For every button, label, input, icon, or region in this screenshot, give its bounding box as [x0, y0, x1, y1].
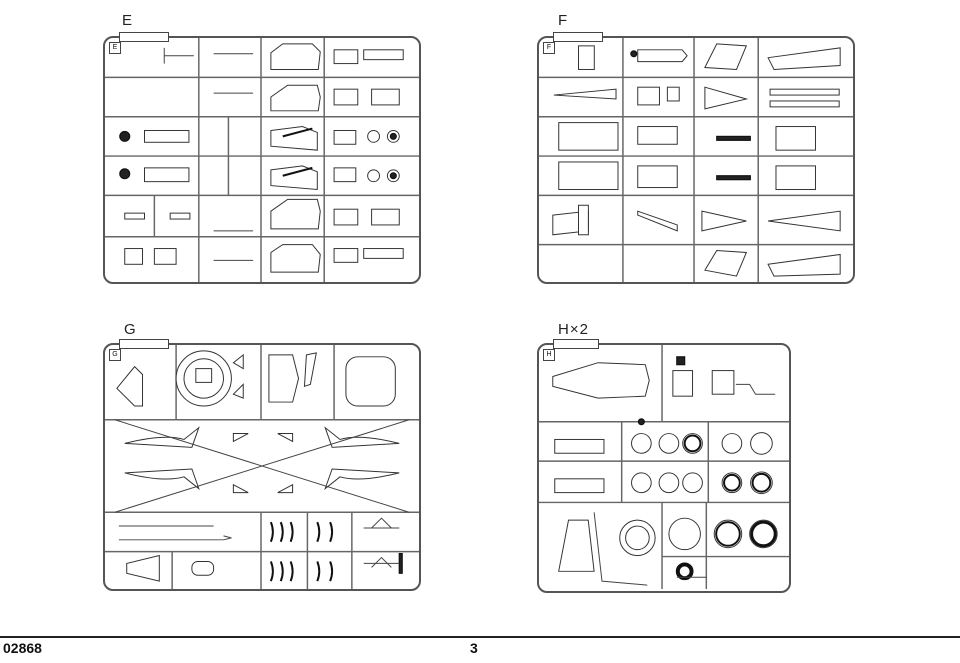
sprue-f-drawing [539, 38, 853, 282]
sprue-title-g: G [124, 321, 137, 338]
sprue-corner-letter: H [543, 349, 555, 361]
footer-divider [0, 636, 960, 638]
sprue-g: G [103, 339, 421, 591]
catalog-number: 02868 [3, 640, 42, 656]
sprue-code-tag [119, 32, 169, 42]
sprue-h: H [537, 339, 791, 593]
sprue-title-h: H×2 [558, 321, 589, 338]
sprue-corner-letter: F [543, 42, 555, 54]
sprue-f: F [537, 32, 855, 284]
sprue-h-drawing [539, 345, 789, 590]
sprue-code-tag [553, 339, 599, 349]
sprue-e-drawing [105, 38, 419, 282]
sprue-corner-letter: G [109, 349, 121, 361]
page-number: 3 [470, 640, 478, 656]
sprue-title-e: E [122, 12, 134, 29]
sprue-title-f: F [558, 12, 569, 29]
sprue-g-drawing [105, 345, 419, 589]
sprue-e: E [103, 32, 421, 284]
sprue-code-tag [119, 339, 169, 349]
sprue-corner-letter: E [109, 42, 121, 54]
sprue-code-tag [553, 32, 603, 42]
